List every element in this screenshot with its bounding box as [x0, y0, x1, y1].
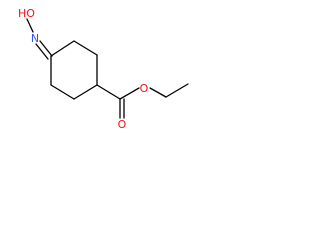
bond-n-c1 [39, 40, 53, 57]
atom-label-nitrogen: N [31, 32, 39, 45]
bond-c5-c6 [50, 84, 75, 100]
atom-label-hydroxyl: HO [18, 7, 35, 20]
bond-n-c1-second [35, 43, 49, 60]
atom-label-ester-oxygen: O [140, 82, 149, 95]
atom-label-carbonyl-oxygen: O [118, 118, 127, 131]
bond-c4-ccarbonyl [96, 84, 121, 100]
bond-o-ch2 [149, 87, 167, 98]
structure-canvas: HO N O O [0, 0, 206, 141]
bond-c-o-ester [119, 87, 140, 100]
bond-o-n [26, 18, 34, 33]
bond-ch2-ch3 [165, 83, 189, 98]
bond-c2-c3 [73, 40, 98, 56]
molecule-drawing: HO N O O [18, 7, 189, 131]
bond-c4-c5 [73, 84, 98, 100]
bond-c1-c2 [50, 40, 75, 57]
